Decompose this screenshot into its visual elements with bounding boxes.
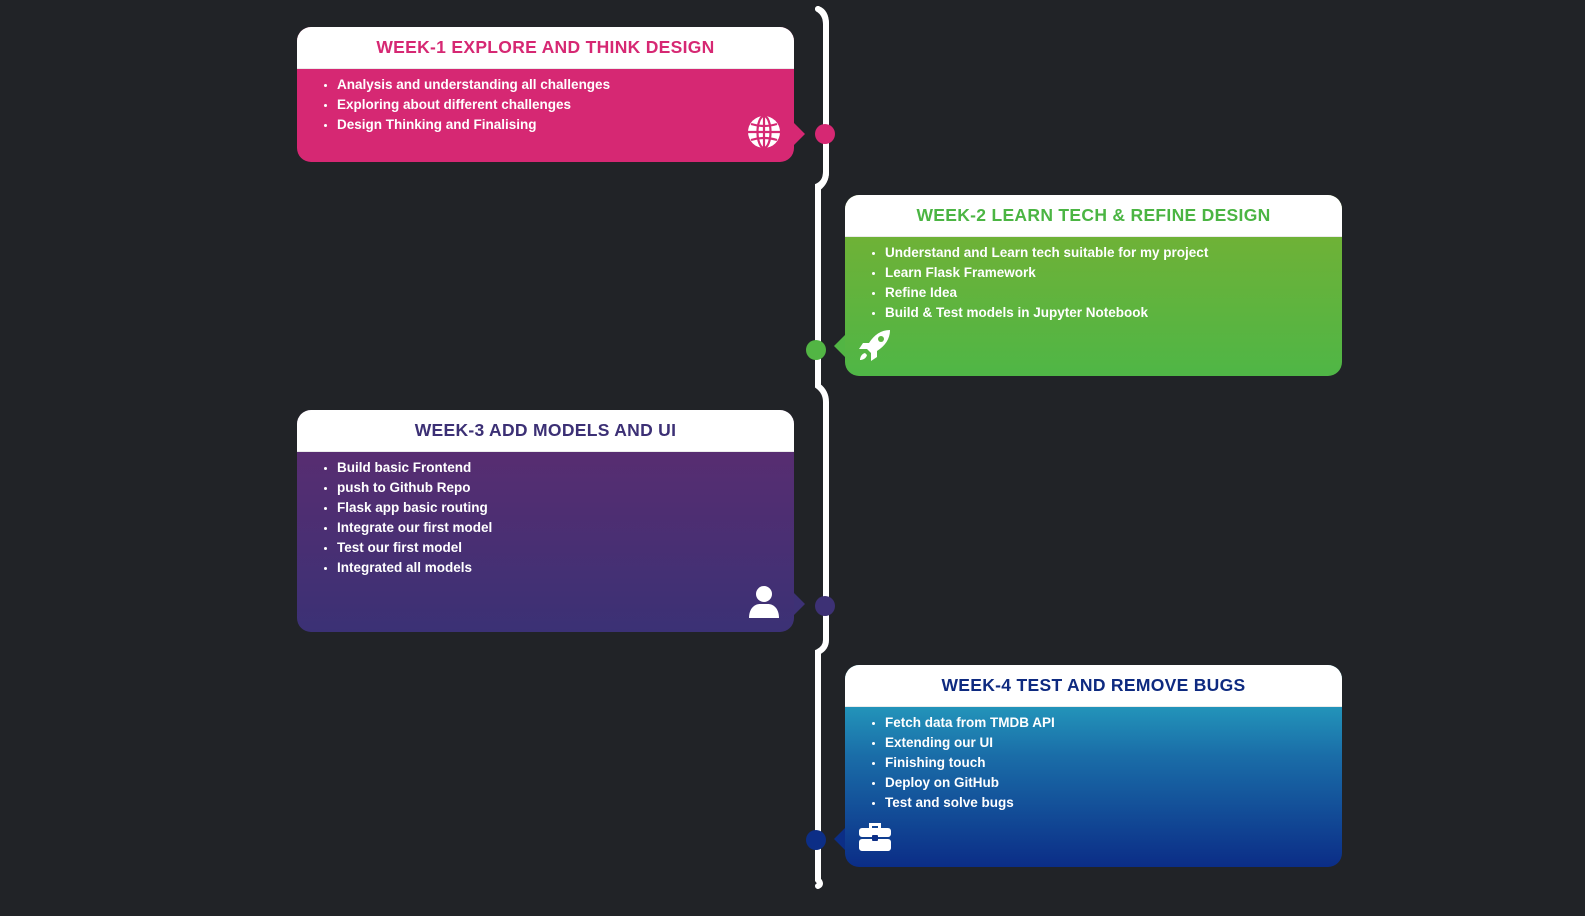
list-item: Understand and Learn tech suitable for m… xyxy=(885,243,1342,263)
week-4-pointer xyxy=(834,828,845,850)
week-3-task-list: Build basic Frontend push to Github Repo… xyxy=(297,452,794,578)
week-3-card-body: WEEK-3 ADD MODELS AND UI Build basic Fro… xyxy=(297,410,794,632)
week-3-pointer xyxy=(794,593,805,615)
list-item: Extending our UI xyxy=(885,733,1342,753)
list-item: Design Thinking and Finalising xyxy=(337,115,794,135)
timeline-dot-week-4 xyxy=(806,830,826,850)
timeline-dot-week-3 xyxy=(815,596,835,616)
list-item: push to Github Repo xyxy=(337,478,794,498)
week-2-card: WEEK-2 LEARN TECH & REFINE DESIGN Unders… xyxy=(834,195,1342,376)
list-item: Test our first model xyxy=(337,538,794,558)
list-item: Build & Test models in Jupyter Notebook xyxy=(885,303,1342,323)
timeline-dot-week-1 xyxy=(815,124,835,144)
week-4-task-list: Fetch data from TMDB API Extending our U… xyxy=(845,707,1342,813)
briefcase-icon xyxy=(857,818,893,854)
week-4-card-body: WEEK-4 TEST AND REMOVE BUGS Fetch data f… xyxy=(845,665,1342,867)
list-item: Refine Idea xyxy=(885,283,1342,303)
week-1-pointer xyxy=(794,123,805,145)
week-3-card: WEEK-3 ADD MODELS AND UI Build basic Fro… xyxy=(297,410,805,632)
list-item: Build basic Frontend xyxy=(337,458,794,478)
user-icon xyxy=(746,584,782,620)
rocket-icon xyxy=(857,327,893,363)
list-item: Learn Flask Framework xyxy=(885,263,1342,283)
globe-icon xyxy=(746,114,782,150)
week-4-title: WEEK-4 TEST AND REMOVE BUGS xyxy=(845,665,1342,707)
list-item: Deploy on GitHub xyxy=(885,773,1342,793)
week-2-card-body: WEEK-2 LEARN TECH & REFINE DESIGN Unders… xyxy=(845,195,1342,376)
week-1-card-body: WEEK-1 EXPLORE AND THINK DESIGN Analysis… xyxy=(297,27,794,162)
week-1-task-list: Analysis and understanding all challenge… xyxy=(297,69,794,135)
week-2-title: WEEK-2 LEARN TECH & REFINE DESIGN xyxy=(845,195,1342,237)
list-item: Fetch data from TMDB API xyxy=(885,713,1342,733)
week-2-task-list: Understand and Learn tech suitable for m… xyxy=(845,237,1342,323)
list-item: Finishing touch xyxy=(885,753,1342,773)
list-item: Integrate our first model xyxy=(337,518,794,538)
week-2-pointer xyxy=(834,335,845,357)
week-1-title: WEEK-1 EXPLORE AND THINK DESIGN xyxy=(297,27,794,69)
list-item: Test and solve bugs xyxy=(885,793,1342,813)
week-4-card: WEEK-4 TEST AND REMOVE BUGS Fetch data f… xyxy=(834,665,1342,867)
list-item: Analysis and understanding all challenge… xyxy=(337,75,794,95)
list-item: Exploring about different challenges xyxy=(337,95,794,115)
list-item: Flask app basic routing xyxy=(337,498,794,518)
week-1-card: WEEK-1 EXPLORE AND THINK DESIGN Analysis… xyxy=(297,27,805,162)
list-item: Integrated all models xyxy=(337,558,794,578)
timeline-dot-week-2 xyxy=(806,340,826,360)
week-3-title: WEEK-3 ADD MODELS AND UI xyxy=(297,410,794,452)
